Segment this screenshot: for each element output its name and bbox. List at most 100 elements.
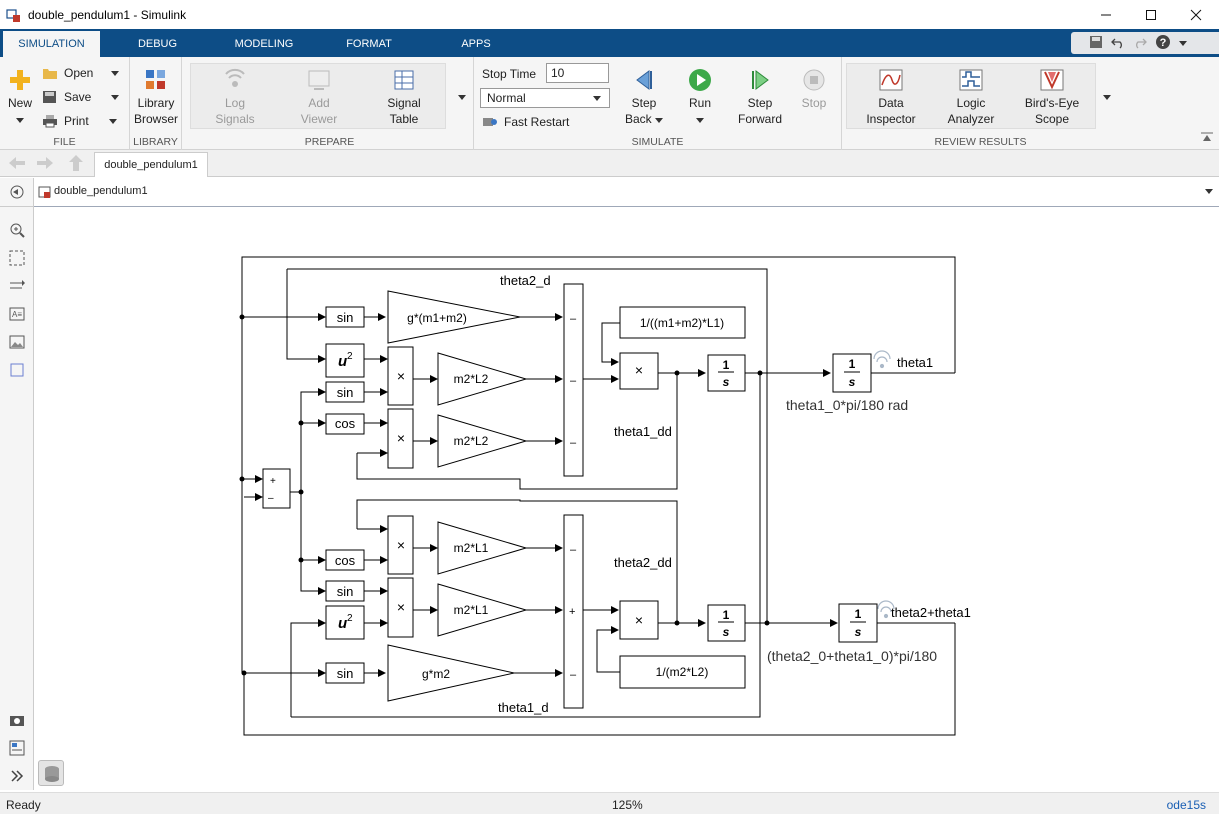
run-button[interactable]: Run	[678, 67, 722, 127]
help-icon[interactable]: ?	[1155, 34, 1171, 53]
integrator-block-4[interactable]	[838, 603, 878, 643]
camera-icon[interactable]	[9, 712, 25, 728]
up-arrow-icon[interactable]	[68, 154, 84, 175]
sin-label-2: sin	[337, 385, 354, 400]
signal-table-button[interactable]: Signal Table	[378, 67, 430, 127]
cos-block-2[interactable]	[325, 549, 365, 571]
gain-block-m2L1-a[interactable]	[437, 521, 528, 575]
sin-block-3[interactable]	[325, 580, 365, 602]
save-button[interactable]: Save	[42, 90, 120, 104]
product-block-2[interactable]	[387, 408, 414, 469]
data-inspector-button[interactable]: Data Inspector	[860, 67, 922, 127]
gain-block-m2L2-a[interactable]	[437, 352, 528, 406]
tab-format[interactable]: FORMAT	[346, 38, 392, 50]
close-button[interactable]	[1173, 0, 1219, 29]
expand-icon[interactable]	[9, 768, 25, 784]
zoom-in-icon[interactable]	[9, 222, 25, 238]
log-signals-button[interactable]: Log Signals	[210, 67, 260, 127]
sin-block-1[interactable]	[325, 306, 365, 328]
area-icon[interactable]	[9, 362, 25, 378]
product-block-1[interactable]	[387, 346, 414, 406]
hide-browser-icon[interactable]	[9, 184, 25, 200]
path-dropdown-icon[interactable]	[1205, 189, 1213, 194]
times-label-top: ×	[635, 362, 643, 378]
product-block-top[interactable]	[619, 352, 659, 390]
sum-top-sign-3: –	[570, 437, 577, 449]
forward-arrow-icon[interactable]	[36, 156, 54, 173]
simulation-mode-select[interactable]: Normal	[480, 88, 610, 108]
fit-to-view-icon[interactable]	[9, 250, 25, 266]
save-dropdown-icon[interactable]	[111, 94, 120, 100]
print-dropdown-icon[interactable]	[108, 118, 117, 124]
signal-label-theta2-plus-theta1: theta2+theta1	[891, 605, 971, 620]
stop-button[interactable]: Stop	[794, 67, 834, 111]
new-dropdown-icon[interactable]	[16, 118, 24, 123]
square-block-2[interactable]	[325, 605, 365, 640]
integrator-block-2[interactable]	[707, 604, 746, 642]
logic-analyzer-icon	[958, 67, 984, 93]
gain-block-gm2[interactable]	[387, 644, 515, 702]
step-back-dropdown-icon[interactable]	[655, 118, 664, 123]
gain-block-g-m1m2[interactable]	[387, 290, 521, 344]
sin-block-2[interactable]	[325, 381, 365, 403]
breadcrumb[interactable]: double_pendulum1	[54, 185, 148, 197]
constant-block-bottom[interactable]	[619, 655, 746, 689]
library-section-label: LIBRARY	[133, 136, 178, 148]
model-canvas[interactable]: sin sin cos cos sin sin u 2 u 2 × × × × …	[34, 207, 1219, 790]
prepare-gallery-dropdown-icon[interactable]	[458, 95, 466, 100]
birds-eye-scope-button[interactable]: Bird's-Eye Scope	[1020, 67, 1084, 127]
times-label-2: ×	[397, 430, 405, 446]
help-dropdown-icon[interactable]	[1179, 40, 1187, 46]
step-forward-button[interactable]: Step Forward	[736, 67, 784, 127]
solver-link[interactable]: ode15s	[1166, 798, 1206, 812]
integrator-block-1[interactable]	[707, 354, 746, 392]
open-button[interactable]: Open	[42, 66, 120, 80]
new-button[interactable]: New	[4, 67, 36, 127]
signal-label-theta2-dd: theta2_dd	[614, 555, 672, 570]
open-dropdown-icon[interactable]	[111, 70, 120, 76]
annotation-icon[interactable]: A≡	[9, 306, 25, 322]
sin-block-4[interactable]	[325, 662, 365, 684]
redo-icon[interactable]	[1133, 35, 1147, 52]
cos-block-1[interactable]	[325, 413, 365, 435]
image-icon[interactable]	[9, 334, 25, 350]
review-gallery-dropdown-icon[interactable]	[1103, 95, 1111, 100]
property-inspector-icon[interactable]	[9, 740, 25, 756]
sum-block-top[interactable]	[563, 283, 584, 477]
model-data-button[interactable]	[38, 760, 64, 786]
back-arrow-icon[interactable]	[8, 156, 26, 173]
save-icon[interactable]	[1089, 35, 1103, 52]
model-tab[interactable]: double_pendulum1	[94, 152, 208, 177]
gain-block-m2L1-b[interactable]	[437, 583, 528, 637]
minimize-button[interactable]	[1083, 0, 1129, 29]
tab-apps[interactable]: APPS	[461, 38, 491, 50]
sum-block[interactable]	[262, 468, 291, 509]
fast-restart-toggle[interactable]: Fast Restart	[482, 115, 569, 129]
new-label: New	[7, 96, 32, 110]
product-block-bottom[interactable]	[619, 600, 659, 640]
step-back-button[interactable]: Step Back	[622, 67, 666, 127]
product-block-3[interactable]	[387, 515, 414, 575]
tab-simulation[interactable]: SIMULATION	[3, 29, 100, 58]
open-label: Open	[64, 66, 94, 80]
constant-block-top[interactable]	[619, 306, 746, 339]
sum-block-bottom[interactable]	[563, 514, 584, 709]
run-dropdown-icon[interactable]	[696, 118, 704, 123]
tab-modeling[interactable]: MODELING	[234, 38, 294, 50]
gain-block-m2L2-b[interactable]	[437, 414, 528, 468]
zoom-level: 125%	[612, 798, 643, 812]
maximize-button[interactable]	[1128, 0, 1174, 29]
square-block-1[interactable]	[325, 343, 365, 378]
integrator-block-3[interactable]	[832, 353, 872, 393]
stop-time-input[interactable]: 10	[546, 63, 609, 83]
tab-debug[interactable]: DEBUG	[137, 38, 178, 50]
collapse-ribbon-icon[interactable]	[1201, 131, 1213, 145]
undo-icon[interactable]	[1111, 35, 1125, 52]
route-lines-icon[interactable]	[9, 278, 25, 294]
add-viewer-button[interactable]: Add Viewer	[294, 67, 344, 127]
print-button[interactable]: Print	[42, 114, 117, 128]
logic-analyzer-button[interactable]: Logic Analyzer	[940, 67, 1002, 127]
library-browser-button[interactable]: Library Browser	[132, 67, 180, 127]
product-block-4[interactable]	[387, 577, 414, 638]
cos-label-1: cos	[335, 416, 356, 431]
